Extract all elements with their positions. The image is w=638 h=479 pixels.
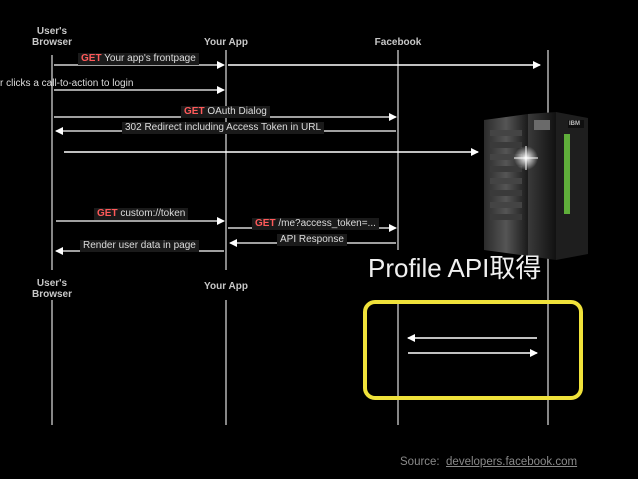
app-header-top: Your App [204,37,248,48]
highlight-title: Profile API取得 [368,253,542,283]
label-text: /me?access_token=... [275,218,376,229]
label-me-token: GET /me?access_token=... [252,218,379,230]
label-api-response: API Response [277,234,347,246]
label-click-cta: r clicks a call-to-action to login [0,78,134,89]
source-link[interactable]: developers.facebook.com [446,456,578,468]
server-badge: IBM [569,121,580,127]
label-render-user-data: Render user data in page [80,240,199,252]
facebook-header-top: Facebook [374,37,422,48]
server-rack-icon [484,112,588,260]
get-keyword: GET [255,218,276,229]
app-header-bottom: Your App [204,281,248,292]
source-label: Source: [400,456,440,468]
label-text: OAuth Dialog [204,106,267,117]
get-keyword: GET [81,53,102,64]
label-text: Your app's frontpage [101,53,196,64]
label-custom-token: GET custom://token [94,208,189,220]
label-302-redirect: 302 Redirect including Access Token in U… [122,122,325,134]
browser-header-bottom: User's Browser [31,278,72,300]
get-keyword: GET [97,208,118,219]
get-keyword: GET [184,106,205,117]
source-caption: Source: developers.facebook.com [400,456,577,468]
label-text: custom://token [117,208,186,219]
highlight-box [363,300,583,400]
label-get-frontpage: GET Your app's frontpage [78,53,199,65]
browser-header-top: User's Browser [31,26,72,48]
label-oauth-dialog: GET OAuth Dialog [181,106,270,118]
